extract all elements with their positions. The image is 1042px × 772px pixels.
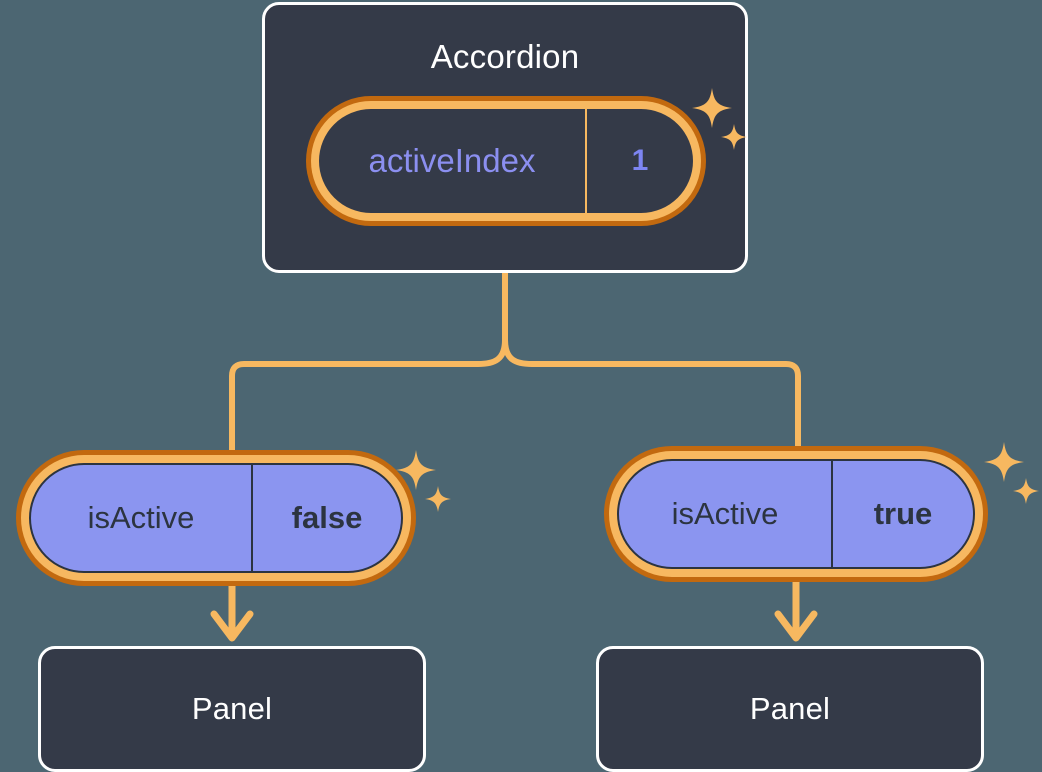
page-title: Accordion [430,38,580,75]
state-pill-isactive-right[interactable]: isActive true [604,446,988,582]
state-name: isActive [31,465,253,571]
arrow-down-right [774,582,818,642]
state-name: activeIndex [319,109,587,213]
state-name: isActive [619,461,833,567]
state-value: false [291,500,363,535]
state-pill-isactive-left[interactable]: isActive false [16,450,416,586]
component-card-panel-right[interactable]: Panel [596,646,984,772]
sparkle-large [984,442,1024,482]
pill-face: activeIndex 1 [319,109,693,213]
component-card-panel-left[interactable]: Panel [38,646,426,772]
sparkles-icon [984,442,1039,504]
state-pill-activeindex[interactable]: activeIndex 1 [306,96,706,226]
pill-face: isActive true [617,459,975,569]
state-value: true [873,496,933,531]
panel-title: Panel [191,691,273,726]
sparkle-small [1013,478,1039,504]
wire-branch-left [229,337,508,453]
pill-face: isActive false [29,463,403,573]
arrow-down-left [210,586,254,642]
wire-branch-right [502,337,801,449]
sparkle-small [425,486,451,512]
panel-title: Panel [749,691,831,726]
state-value: 1 [631,144,649,177]
